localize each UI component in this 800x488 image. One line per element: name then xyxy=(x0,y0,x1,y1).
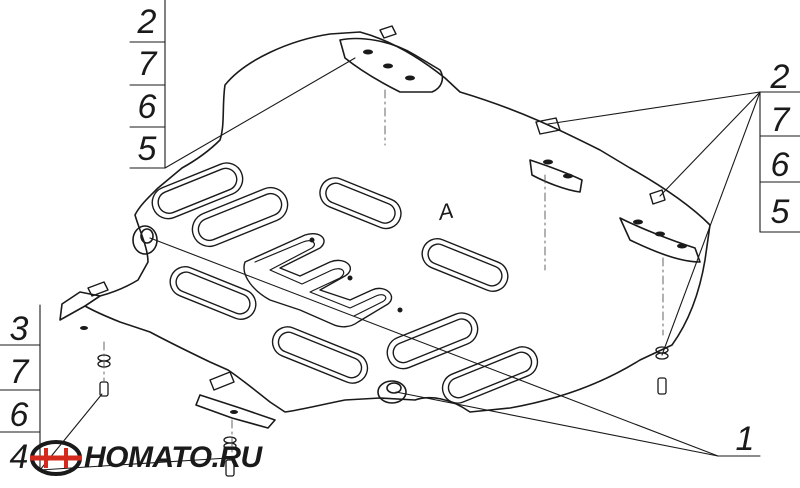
mount-holes xyxy=(80,49,687,414)
callout-top-left-1: 2 xyxy=(137,3,157,41)
part-label: A xyxy=(435,198,456,226)
skid-plate-outline xyxy=(84,31,711,413)
callout-bottom-left-3: 6 xyxy=(9,396,29,434)
callout-bottom-left-2: 7 xyxy=(9,353,29,391)
rear-flange xyxy=(59,291,101,321)
callout-right-1: 2 xyxy=(770,58,790,96)
callout-top-left-4: 5 xyxy=(137,130,157,168)
bushing-bottom xyxy=(377,380,407,404)
callout-bottom-right-1: 1 xyxy=(735,420,755,458)
bottom-bracket xyxy=(195,394,276,429)
homato-logo-icon xyxy=(30,440,82,476)
right-flange xyxy=(619,217,701,263)
callout-right-2: 7 xyxy=(770,101,790,139)
callout-table-top-left xyxy=(129,0,356,169)
bushing-left xyxy=(132,225,158,255)
center-cutout xyxy=(243,233,393,328)
vent-slots xyxy=(151,162,539,404)
clip-hardware xyxy=(87,25,666,391)
callout-right-4: 5 xyxy=(770,193,790,231)
callout-lines-part-1 xyxy=(149,237,761,457)
callout-top-left-2: 7 xyxy=(137,45,157,83)
callout-table-right xyxy=(547,91,800,356)
middle-flange xyxy=(529,159,583,193)
callout-right-3: 6 xyxy=(770,146,790,184)
callout-bottom-left-1: 3 xyxy=(9,310,29,348)
brand-text: HOMATO.RU xyxy=(84,441,262,474)
callout-top-left-3: 6 xyxy=(137,88,157,126)
callout-bottom-left-4: 4 xyxy=(9,438,29,476)
front-mount-tab xyxy=(339,37,444,93)
center-lines xyxy=(103,89,664,461)
